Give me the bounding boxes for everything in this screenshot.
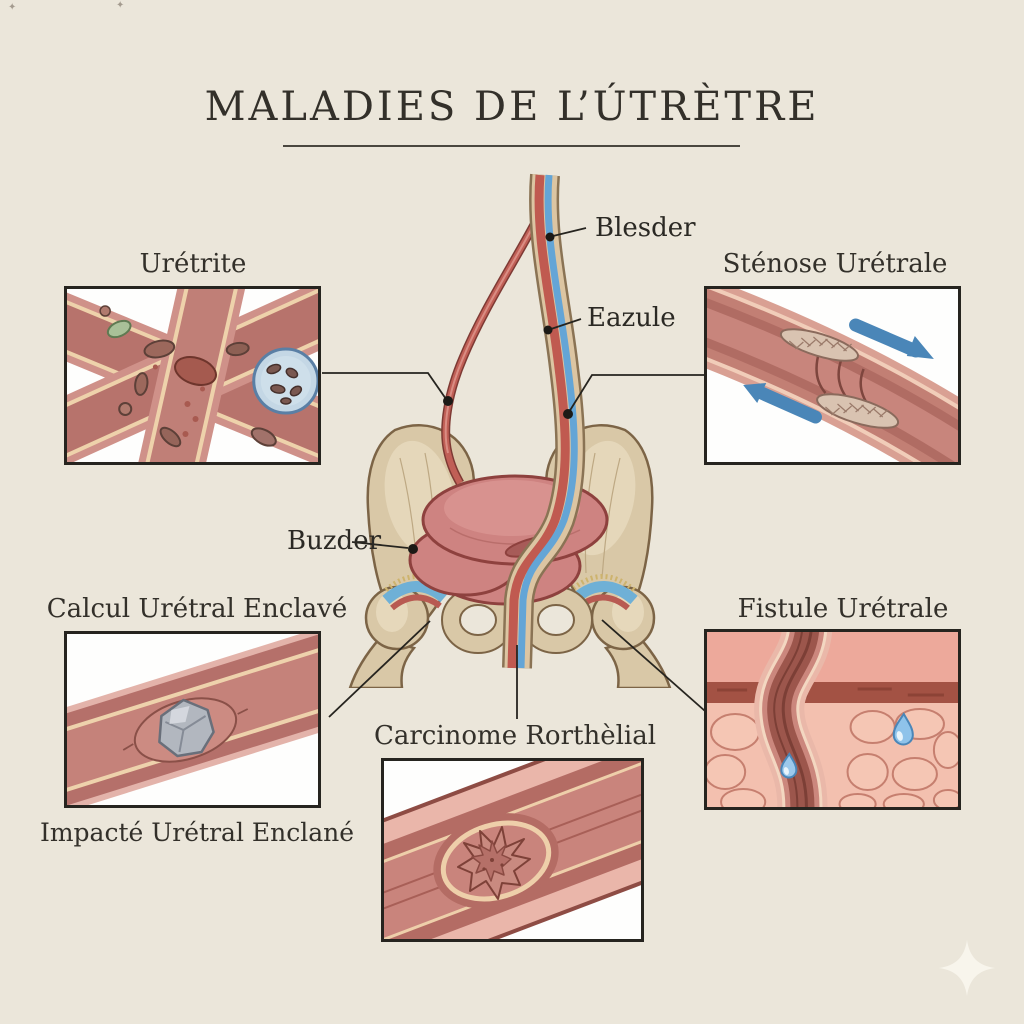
pelvis-anatomy-illustration [348, 173, 672, 688]
corner-speck-icon: ✦ [116, 0, 125, 11]
urethra-layered-tube [502, 173, 586, 669]
panel-carcinome [381, 758, 644, 942]
wall-thickening-plaques [779, 328, 900, 429]
label-buzder: Buzder [287, 526, 382, 556]
microscope-inset-circle [252, 347, 318, 415]
panel-calcul [64, 631, 321, 808]
narrowed-urethra-tube [707, 289, 958, 462]
calcul-illustration [67, 634, 318, 805]
sparkle-watermark-icon [939, 940, 995, 996]
bacteria [99, 305, 277, 448]
stenose-illustration [707, 289, 958, 462]
uretrite-illustration [67, 289, 318, 462]
panel-title-fistule: Fistule Urétrale [737, 594, 949, 624]
label-blesder: Blesder [595, 213, 696, 243]
page-title: MALADIES DE L’ÚTRÈTRE [204, 84, 820, 130]
panel-title-uretrite: Urétrite [139, 249, 247, 279]
impacted-stone [158, 698, 215, 758]
carcinome-illustration [384, 761, 641, 939]
panel-title-calcul: Calcul Urétral Enclavé [46, 594, 348, 624]
panel-title-stenose: Sténose Urétrale [722, 249, 948, 279]
panel-fistule [704, 629, 961, 810]
panel-stenose [704, 286, 961, 465]
urine-droplets [780, 712, 914, 779]
panel-uretrite [64, 286, 321, 465]
fistula-tract-tube [754, 632, 832, 807]
panel-caption-calcul: Impacté Urétral Enclané [39, 818, 355, 847]
tumor-mass [457, 826, 531, 900]
corner-speck-icon: ✦ [8, 2, 17, 13]
fistule-illustration [707, 632, 958, 807]
panel-title-carcinome: Carcinome Rorthèlial [373, 721, 657, 751]
flow-arrows [743, 318, 934, 424]
left-hip-cartilage [382, 574, 448, 611]
label-eazule: Eazule [587, 303, 676, 333]
title-underline [283, 145, 740, 147]
